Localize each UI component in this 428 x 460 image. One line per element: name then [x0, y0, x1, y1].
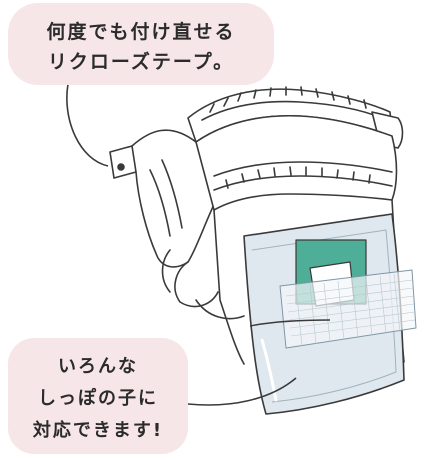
callout-text-line: リクローズテープ。 [47, 51, 235, 73]
callout-text-line: いろんな [58, 356, 138, 377]
callout-tail-fit: いろんな しっぽの子に 対応できます! [8, 338, 188, 454]
callout-text-line: 何度でも付け直せる [46, 21, 236, 43]
callout-text-line: 対応できます! [32, 420, 164, 441]
callout-pointer-top [66, 83, 109, 167]
tail-pouch [243, 213, 417, 415]
tape-dot [117, 163, 125, 171]
callout-pointer-bottom [187, 377, 297, 406]
mesh-patch [279, 269, 417, 349]
callout-text-line: しっぽの子に [38, 388, 158, 409]
diaper-body [195, 114, 398, 211]
callout-reclose-tape: 何度でも付け直せる リクローズテープ。 [8, 3, 274, 85]
